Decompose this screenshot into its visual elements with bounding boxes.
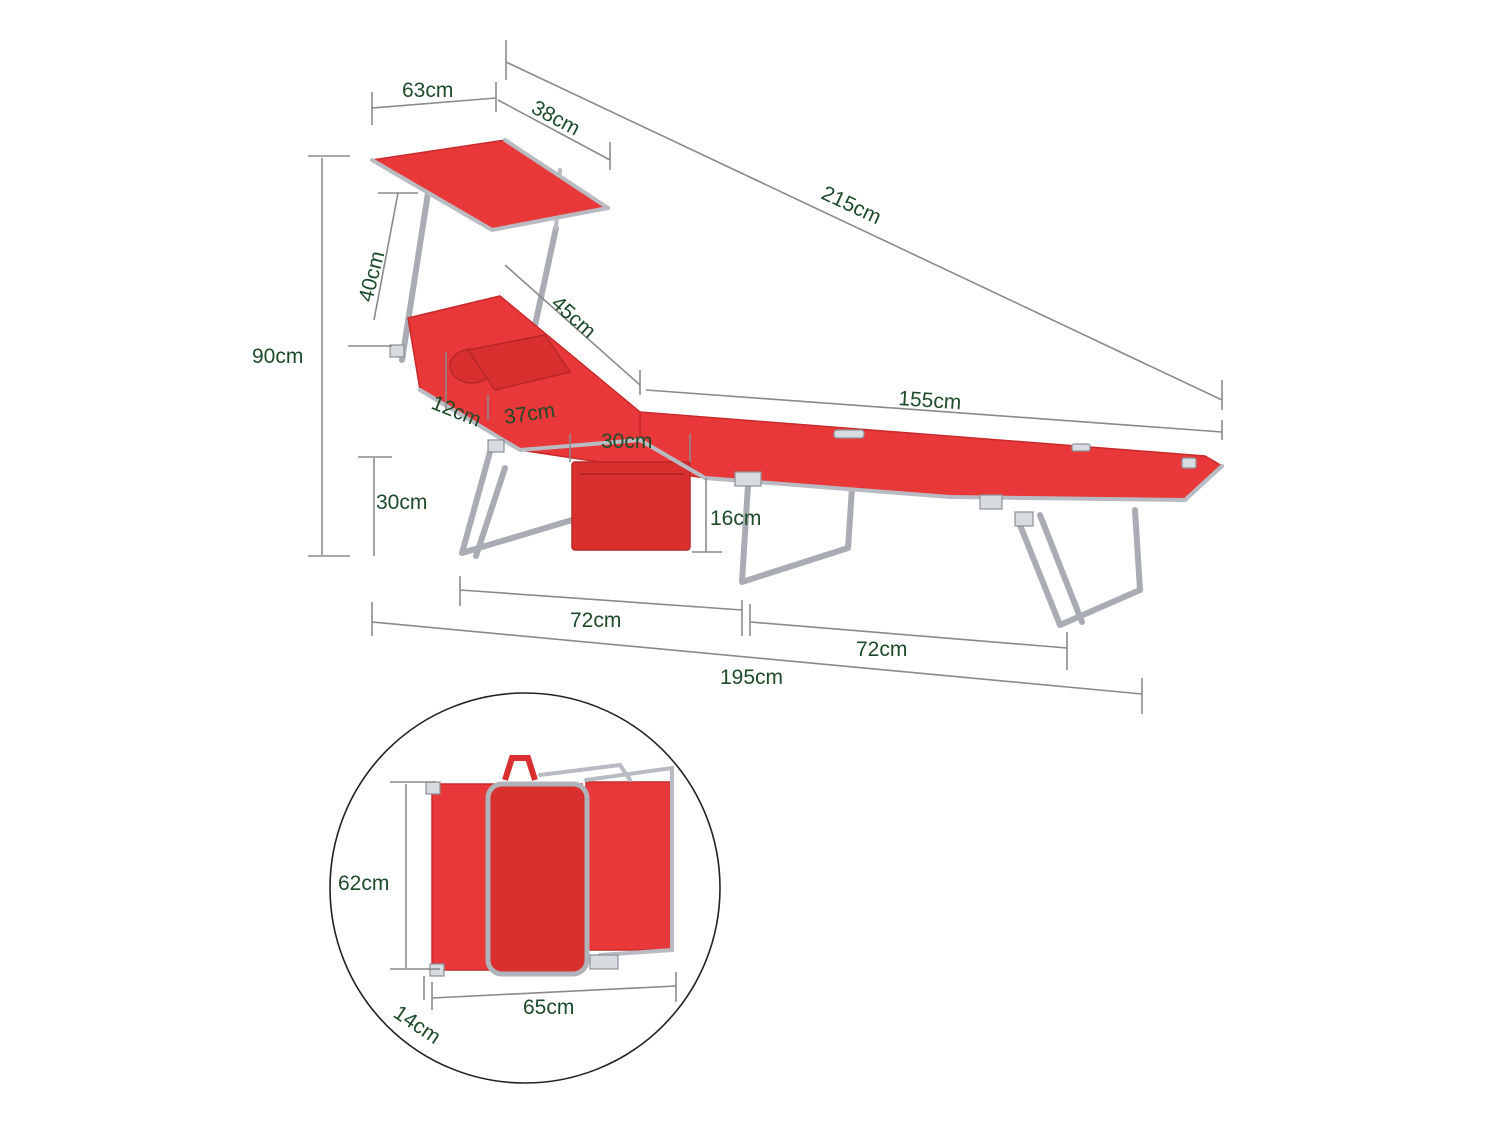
label-folded-width: 65cm <box>523 996 574 1019</box>
folded-inset: 62cm 14cm 65cm <box>329 692 721 1084</box>
label-leg-spacing-rear: 72cm <box>856 638 907 661</box>
label-folded-height: 62cm <box>338 872 389 895</box>
label-pocket-height: 16cm <box>710 507 761 530</box>
label-overall-diagonal: 215cm <box>818 182 885 229</box>
label-pocket-width: 30cm <box>601 430 652 453</box>
pillow <box>449 334 572 391</box>
hinges <box>389 344 1197 527</box>
label-canopy-depth: 38cm <box>528 96 584 140</box>
label-canopy-height: 40cm <box>355 249 390 304</box>
label-seat-height: 30cm <box>376 491 427 514</box>
middle-leg-frame <box>739 482 855 585</box>
front-leg-frame <box>1015 507 1143 628</box>
lounger-illustration <box>369 138 1224 628</box>
dimension-labels: 63cm 38cm 215cm 90cm 40cm 45cm 155cm 12c… <box>252 79 962 689</box>
folded-lounger <box>425 755 674 977</box>
side-pocket <box>571 461 691 551</box>
label-backrest-length: 45cm <box>547 292 601 343</box>
label-canopy-width: 63cm <box>402 79 453 102</box>
label-bed-length: 155cm <box>898 387 962 414</box>
dimension-lines <box>308 40 1223 714</box>
label-total-length: 195cm <box>720 666 783 689</box>
canopy <box>369 138 610 233</box>
rear-leg-frame <box>459 449 575 559</box>
label-total-height: 90cm <box>252 345 303 368</box>
label-leg-spacing-front: 72cm <box>570 609 621 632</box>
